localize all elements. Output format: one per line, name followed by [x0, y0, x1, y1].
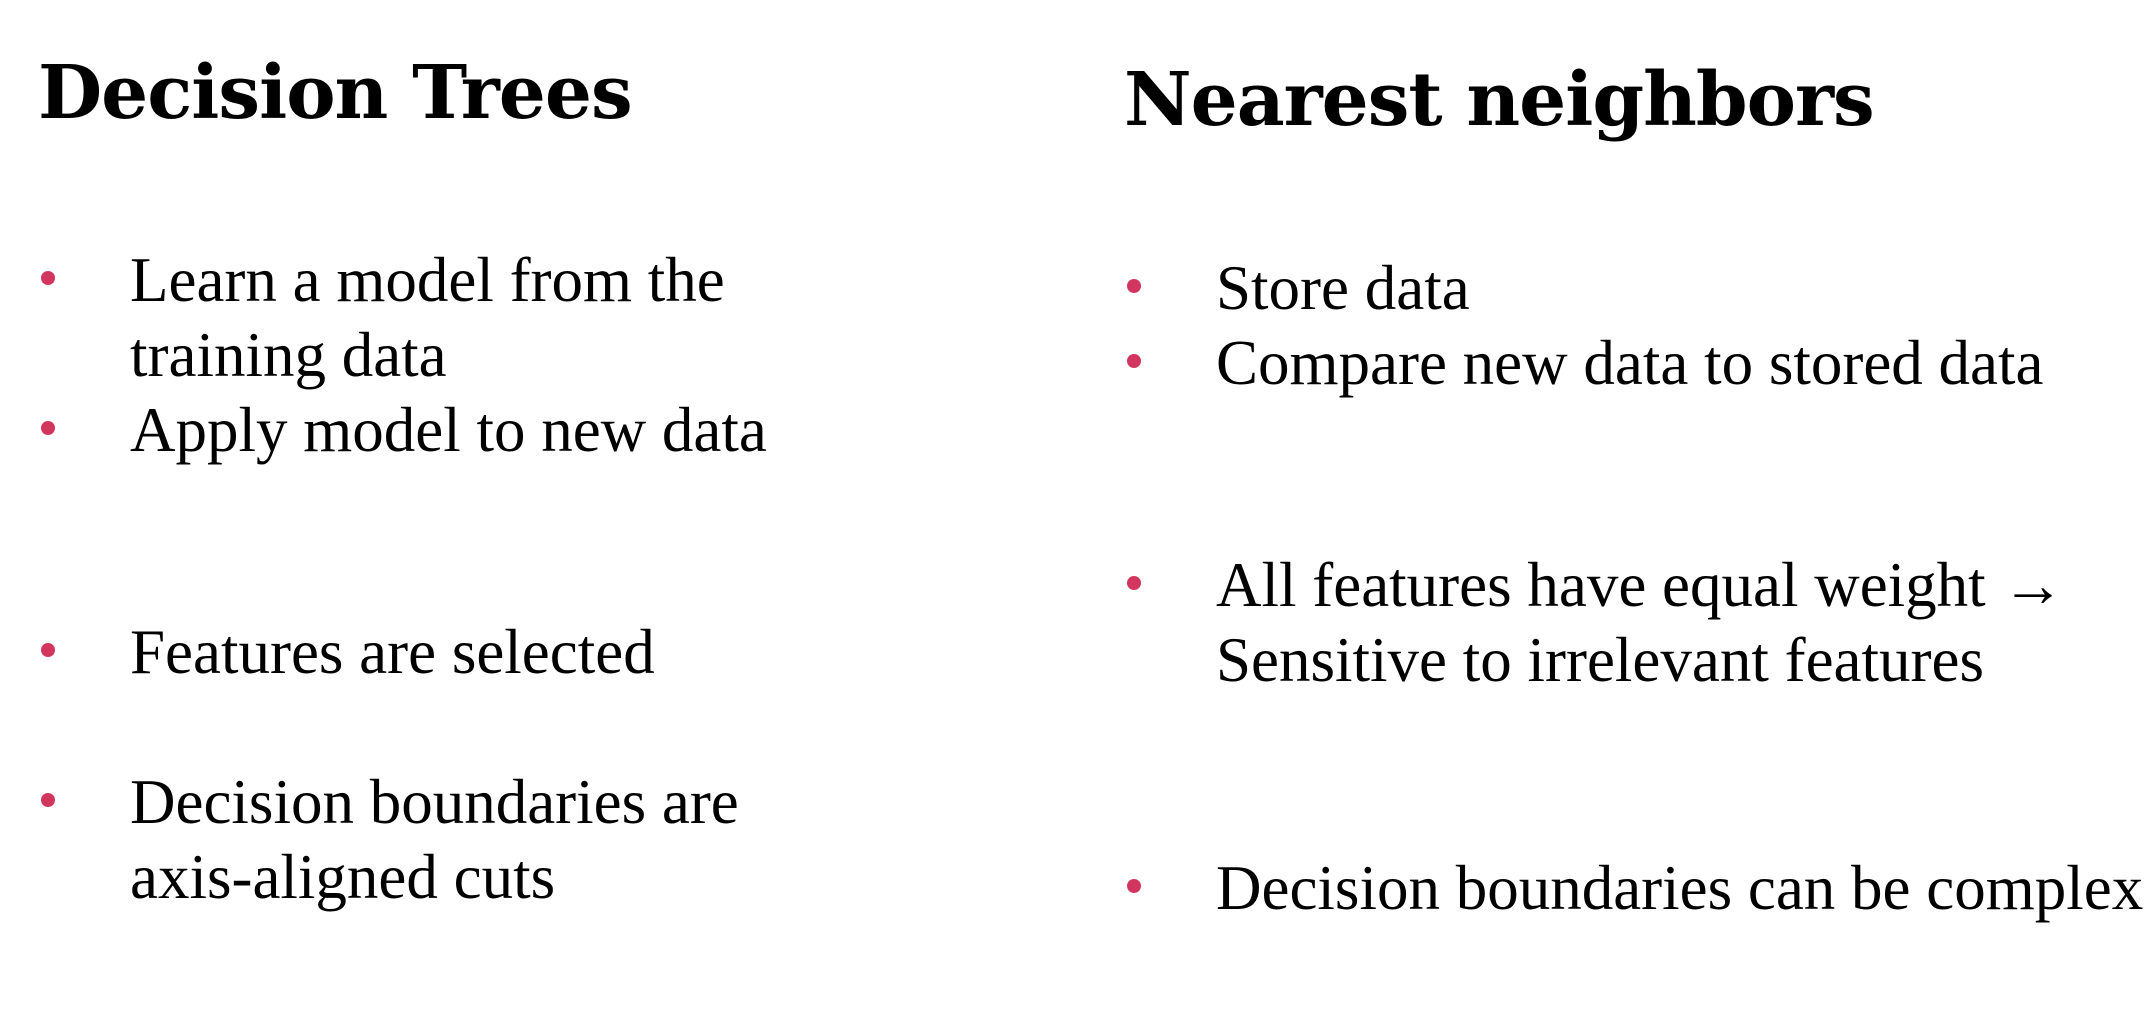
bullet-dot-icon	[1127, 879, 1141, 893]
bullet-dot-icon	[41, 643, 55, 657]
right-bullet-text: Compare new data to stored data	[1216, 328, 2044, 398]
right-bullet-item: Store data	[1124, 251, 2144, 326]
left-bullet-item: Features are selected	[38, 615, 1078, 690]
bullet-dot-icon	[1127, 576, 1141, 590]
left-bullet-text: Learn a model from the training data	[130, 245, 725, 390]
left-title: Decision Trees	[38, 50, 633, 136]
right-title: Nearest neighbors	[1124, 57, 1875, 143]
right-bullet-item: All features have equal weight → Sensiti…	[1124, 548, 2144, 698]
right-bullet-item: Decision boundaries can be complex	[1124, 851, 2144, 926]
left-bullet-text: Apply model to new data	[130, 395, 767, 465]
left-bullet-item: Decision boundaries are axis-aligned cut…	[38, 765, 1078, 915]
left-bullet-item: Learn a model from the training data	[38, 243, 1078, 393]
bullet-dot-icon	[1127, 354, 1141, 368]
left-bullet-item: Apply model to new data	[38, 393, 1078, 468]
bullet-dot-icon	[41, 271, 55, 285]
right-bullet-item: Compare new data to stored data	[1124, 326, 2144, 401]
bullet-dot-icon	[41, 421, 55, 435]
left-bullet-text: Features are selected	[130, 617, 655, 687]
bullet-dot-icon	[41, 793, 55, 807]
left-bullet-text: Decision boundaries are axis-aligned cut…	[130, 767, 739, 912]
right-bullet-text: Decision boundaries can be complex	[1216, 853, 2144, 923]
right-bullet-text: All features have equal weight → Sensiti…	[1216, 550, 2065, 695]
right-bullet-text: Store data	[1216, 253, 1470, 323]
bullet-dot-icon	[1127, 279, 1141, 293]
